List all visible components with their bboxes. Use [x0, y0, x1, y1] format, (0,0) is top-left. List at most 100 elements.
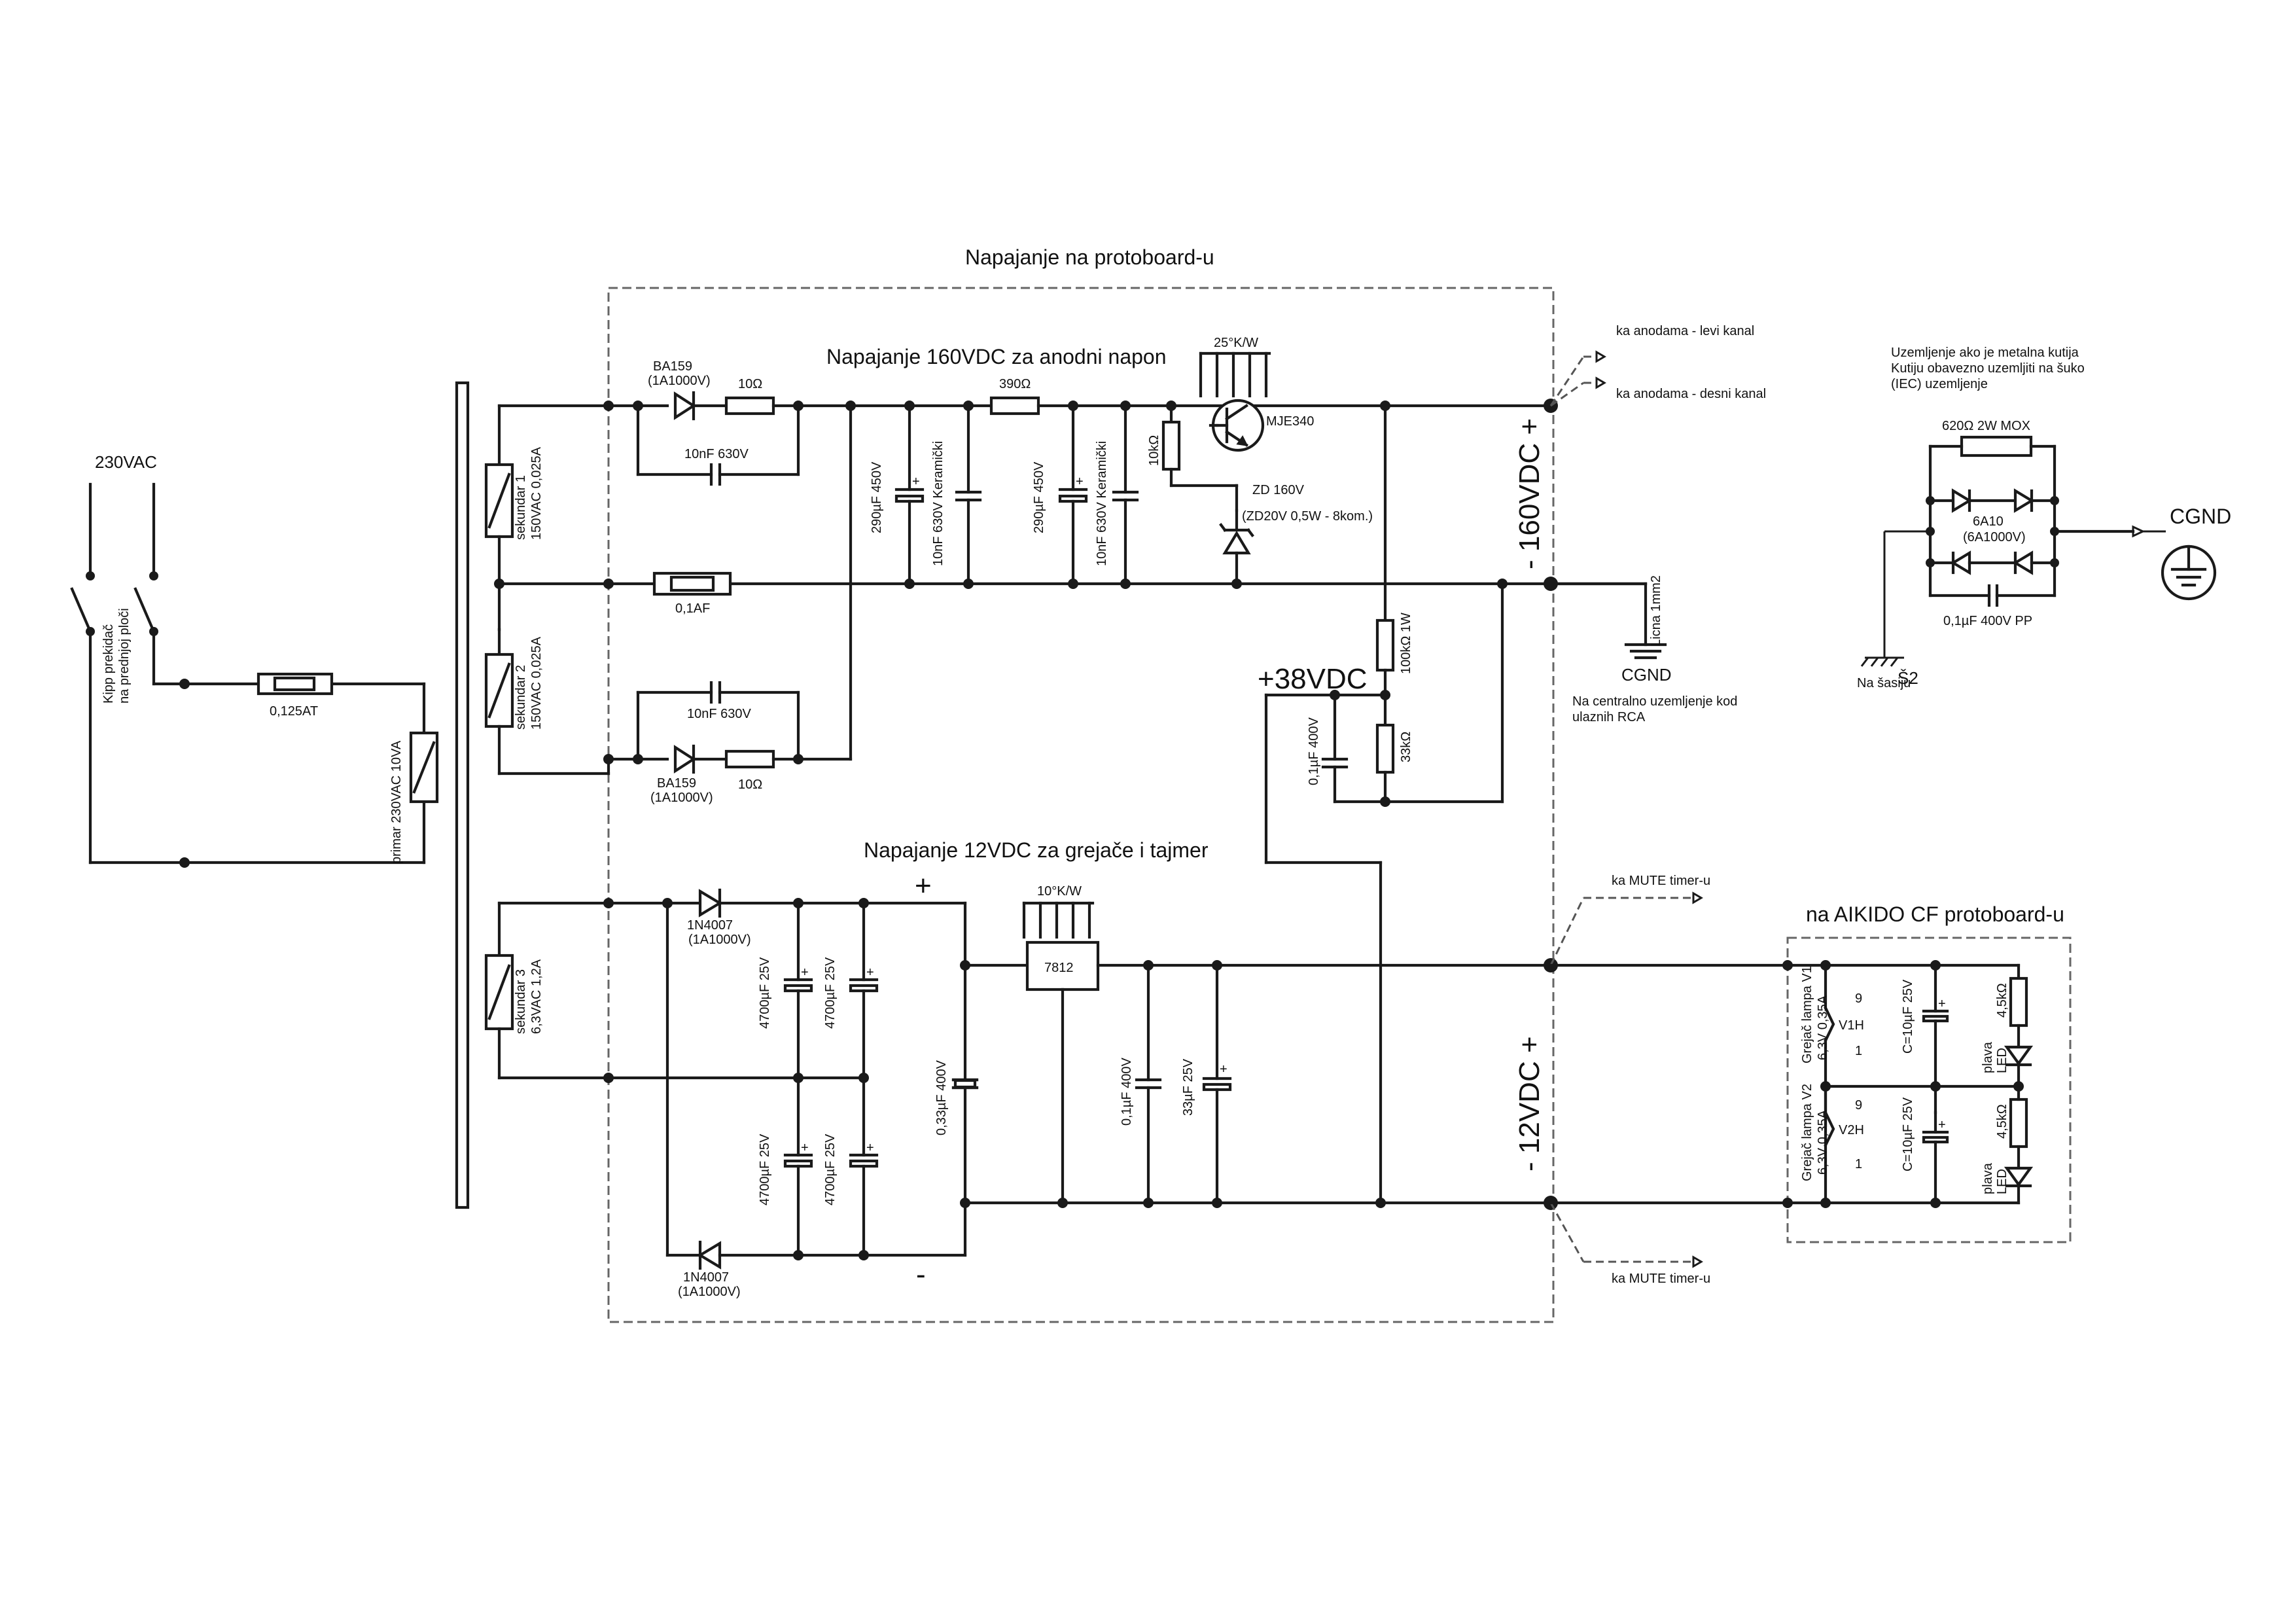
ground-resistor-label: 620Ω 2W MOX	[1942, 419, 2030, 433]
secondary-hv: sekundar 1 150VAC 0,025A sekundar 2 150V…	[484, 404, 610, 776]
hv-zener-label: ZD 160V	[1252, 483, 1305, 497]
hv-cap-2-label: 10nF 630V	[687, 707, 752, 721]
ground-lift: Uzemljenje ako je metalna kutija Kutiju …	[1857, 346, 2231, 690]
svg-text:+: +	[866, 1141, 874, 1155]
hv-diode-1-sublabel: (1A1000V)	[648, 374, 711, 388]
hv-cgnd-label: CGND	[1621, 665, 1672, 685]
hv-cap-4-label: 10nF 630V Keramički	[931, 441, 945, 566]
lv-cap-4-label: 4700µF 25V	[823, 1133, 838, 1205]
lv-supply: Napajanje 12VDC za grejače i tajmer seku…	[484, 838, 1790, 1299]
lv-minus-label: -	[916, 1258, 926, 1291]
hv-resistor-1-label: 10Ω	[738, 377, 762, 391]
ground-diode-1	[1951, 488, 1973, 513]
hv-cap-3-label: 290µF 450V	[870, 461, 884, 533]
hv-resistor-5	[1375, 618, 1395, 672]
lv-title: Napajanje 12VDC za grejače i tajmer	[864, 838, 1209, 862]
lv-diode-1	[698, 889, 723, 918]
ground-cap-label: 0,1µF 400V PP	[1943, 614, 2032, 628]
lv-diode-2	[697, 1241, 722, 1270]
aikido-heaters: V1H 9 1 Grejač lampa V1 6,3V 0,35A V2H 9…	[1782, 960, 2034, 1208]
cgnd-note-1: Na centralno uzemljenje kod	[1572, 694, 1737, 709]
hv-wire-label: Licna 1mm2	[1649, 575, 1663, 647]
lv-cap-in-label: 0,33µF 400V	[934, 1060, 949, 1135]
hv-cap-5-label: 290µF 450V	[1032, 461, 1046, 533]
hv-title: Napajanje 160VDC za anodni napon	[826, 345, 1167, 368]
lv-diode-1-label: 1N4007	[687, 918, 733, 933]
led-1-label-a: plava	[1981, 1041, 1995, 1073]
lv-cap-out1-label: 0,1µF 400V	[1120, 1058, 1134, 1126]
hv-resistor-4-label: 10kΩ	[1147, 435, 1161, 466]
heatsink-hv-label: 25°K/W	[1214, 336, 1258, 350]
lamp-v1-label: Grejač lampa V1	[1800, 966, 1814, 1063]
led-2	[2004, 1166, 2034, 1187]
chassis-note: Na šasiju	[1857, 676, 1911, 690]
lamp-v1-pin9: 9	[1855, 991, 1862, 1006]
ground-cgnd-label: CGND	[2170, 505, 2231, 528]
hv-diode-2-sublabel: (1A1000V)	[650, 791, 713, 805]
heatsink-lv	[1022, 901, 1095, 939]
aikido-cap-1-label: C=10µF 25V	[1901, 979, 1915, 1054]
lamp-v2-pin1: 1	[1855, 1157, 1862, 1171]
secondary-1-label: sekundar 1	[514, 475, 528, 540]
chassis-label: Š2	[1898, 668, 1918, 688]
ground-note-1: Uzemljenje ako je metalna kutija	[1891, 346, 2079, 360]
protoboard-title: Napajanje na protoboard-u	[965, 245, 1214, 269]
hv-diode-1	[673, 391, 696, 420]
switch-blade-right	[133, 587, 156, 633]
hv-resistor-6-label: 33kΩ	[1399, 732, 1413, 762]
mains-fuse-label: 0,125AT	[270, 704, 318, 719]
cgnd-note-2: ulaznih RCA	[1572, 710, 1646, 724]
lamp-v2-pin9: 9	[1855, 1098, 1862, 1113]
led-2-label-a: plava	[1981, 1162, 1995, 1194]
hv-transistor-label: MJE340	[1266, 414, 1314, 429]
svg-text:+: +	[912, 474, 920, 489]
ground-note-3: (IEC) uzemljenje	[1891, 377, 1988, 391]
primary-label: primar 230VAC 10VA	[389, 740, 404, 864]
led-resistor-1-label: 4,5kΩ	[1995, 983, 2009, 1018]
hv-resistor-4	[1161, 420, 1181, 471]
hv-cap-7-label: 0,1µF 400V	[1307, 717, 1321, 785]
led-2-label-b: LED	[1995, 1169, 2009, 1194]
lv-cap-out2-label: 33µF 25V	[1181, 1058, 1195, 1116]
hv-supply: Napajanje 160VDC za anodni napon 0,1AF B…	[494, 324, 1766, 1208]
lamp-v2-rating: 6,3V 0,35A	[1816, 1109, 1830, 1175]
led-1-label-b: LED	[1995, 1048, 2009, 1073]
lamp-v1-rating: 6,3V 0,35A	[1816, 995, 1830, 1060]
svg-text:+: +	[801, 1141, 809, 1155]
svg-text:+: +	[1076, 474, 1084, 489]
lv-rail-label: - 12VDC +	[1513, 1036, 1545, 1171]
ground-diode-2	[2013, 488, 2035, 513]
heater-v1	[1824, 1006, 1835, 1043]
hv-zener	[1222, 530, 1251, 555]
secondary-1-rating: 150VAC 0,025A	[529, 446, 544, 540]
regulator-label: 7812	[1044, 961, 1074, 975]
lamp-v2-label: Grejač lampa V2	[1800, 1084, 1814, 1181]
lamp-v2-name: V2H	[1839, 1123, 1864, 1137]
led-resistor-2	[2009, 1097, 2028, 1149]
ground-diode-4	[2012, 550, 2034, 575]
svg-text:+: +	[866, 965, 874, 980]
mains-input: 230VAC Kipp prekidač na prednjoj ploči 0…	[70, 452, 439, 868]
secondary-2-rating: 150VAC 0,025A	[529, 636, 544, 730]
lv-cap-2-label: 4700µF 25V	[823, 957, 838, 1029]
ground-diodes-sublabel: (6A1000V)	[1963, 530, 2026, 544]
ground-note-2: Kutiju obavezno uzemljiti na šuko	[1891, 361, 2085, 376]
svg-text:+: +	[1938, 997, 1946, 1011]
lamp-v1-name: V1H	[1839, 1018, 1864, 1033]
hv-resistor-2-label: 10Ω	[738, 777, 762, 792]
transformer-core	[455, 381, 470, 1209]
svg-text:+: +	[1938, 1118, 1946, 1132]
lv-diode-1-sublabel: (1A1000V)	[688, 933, 751, 947]
hv-diode-2	[673, 745, 696, 774]
switch-sublabel: na prednjoj ploči	[117, 608, 132, 704]
hv-zener-sublabel: (ZD20V 0,5W - 8kom.)	[1242, 509, 1373, 524]
hv-out-left: ka anodama - levi kanal	[1616, 324, 1754, 338]
led-1	[2004, 1045, 2034, 1066]
hv-cap-1-label: 10nF 630V	[684, 447, 749, 461]
hv-resistor-1	[724, 396, 775, 416]
led-resistor-2-label: 4,5kΩ	[1995, 1104, 2009, 1139]
secondary-2-label: sekundar 2	[514, 665, 528, 730]
svg-text:+: +	[801, 965, 809, 980]
ground-diode-3	[1950, 550, 1971, 575]
svg-text:+: +	[1220, 1062, 1227, 1077]
